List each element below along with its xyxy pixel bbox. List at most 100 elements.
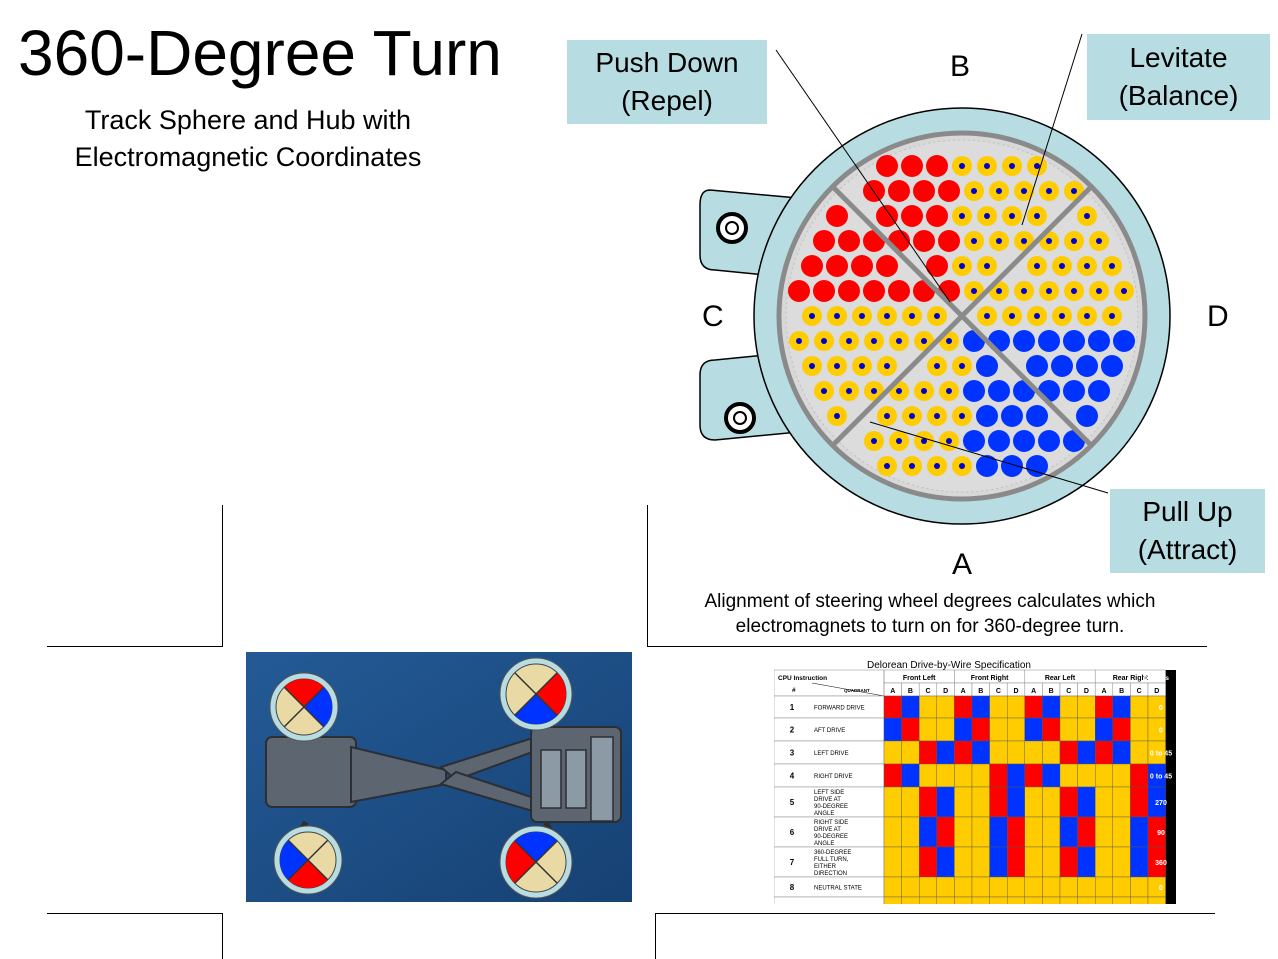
spec-cell bbox=[883, 763, 902, 788]
crop-rule bbox=[47, 646, 223, 647]
spec-cell bbox=[1024, 740, 1043, 765]
repel-magnet bbox=[901, 205, 923, 227]
spec-cell bbox=[1024, 896, 1043, 904]
push-down-line1: Push Down bbox=[595, 47, 739, 78]
spec-cell bbox=[936, 896, 955, 904]
spec-row-degrees: 90 bbox=[1157, 830, 1165, 837]
spec-cell bbox=[971, 717, 990, 742]
spec-cell bbox=[1130, 717, 1149, 742]
group-header-label: Rear Right bbox=[1113, 675, 1149, 682]
attract-magnet bbox=[988, 380, 1010, 402]
spec-cell bbox=[1112, 717, 1131, 742]
spec-cell bbox=[1059, 876, 1078, 898]
spec-row-label: NEUTRAL STATE bbox=[814, 886, 862, 892]
spec-cell bbox=[883, 695, 902, 719]
quadrant-dividers bbox=[832, 186, 1092, 446]
spec-cell bbox=[901, 896, 920, 904]
push-down-callout: Push Down (Repel) bbox=[567, 40, 767, 124]
page-subtitle: Track Sphere and Hub with Electromagneti… bbox=[74, 105, 422, 172]
quadrant-header-label: C bbox=[996, 688, 1001, 695]
repel-magnet bbox=[813, 280, 835, 302]
repel-magnet bbox=[938, 180, 960, 202]
quadrant-header-label: B bbox=[978, 688, 983, 695]
spec-row-degrees: 0 bbox=[1159, 728, 1163, 735]
spec-cell bbox=[1006, 763, 1025, 788]
repel-magnet bbox=[851, 255, 873, 277]
spec-cell bbox=[901, 740, 920, 765]
crop-rule bbox=[655, 913, 656, 959]
caption: Alignment of steering wheel degrees calc… bbox=[704, 591, 1156, 637]
spec-row-num: 8 bbox=[790, 883, 795, 892]
spec-cell bbox=[989, 876, 1008, 898]
quadrant-header-label: B bbox=[1049, 688, 1054, 695]
repel-magnet bbox=[913, 230, 935, 252]
spec-cell bbox=[936, 695, 955, 719]
attract-magnet bbox=[1026, 355, 1048, 377]
spec-cell bbox=[1059, 816, 1078, 848]
spec-cell bbox=[883, 846, 902, 878]
quadrant-header-label: B bbox=[908, 688, 913, 695]
spec-cell bbox=[936, 846, 955, 878]
spec-cell bbox=[971, 846, 990, 878]
spec-cell bbox=[954, 763, 973, 788]
spec-cell bbox=[1024, 876, 1043, 898]
spec-cell bbox=[1042, 740, 1061, 765]
spec-cell bbox=[1042, 816, 1061, 848]
spec-cell bbox=[1077, 695, 1096, 719]
spec-cell bbox=[1042, 763, 1061, 788]
attract-magnet bbox=[1026, 455, 1048, 477]
group-header-label: Rear Left bbox=[1045, 675, 1076, 682]
levitate-line2: (Balance) bbox=[1118, 80, 1239, 111]
group-header-label: Front Left bbox=[903, 675, 936, 682]
quadrant-header-label: C bbox=[1137, 688, 1142, 695]
spec-cell bbox=[1042, 786, 1061, 818]
crop-rule bbox=[222, 505, 223, 647]
spec-cell bbox=[1147, 876, 1166, 898]
spec-cell bbox=[1112, 816, 1131, 848]
spec-cell bbox=[1042, 896, 1061, 904]
spec-cell bbox=[1077, 816, 1096, 848]
pull-up-line2: (Attract) bbox=[1137, 534, 1238, 565]
spec-cell bbox=[971, 896, 990, 904]
spec-row-label: DIRECTION bbox=[814, 871, 847, 877]
spec-cell bbox=[989, 816, 1008, 848]
spec-cell bbox=[1059, 717, 1078, 742]
repel-magnet bbox=[876, 155, 898, 177]
attract-magnet bbox=[1113, 330, 1135, 352]
spec-cell bbox=[1095, 816, 1114, 848]
attract-magnet bbox=[1013, 430, 1035, 452]
spec-cell bbox=[918, 896, 937, 904]
spec-cell bbox=[1095, 896, 1114, 904]
spec-row-label: EITHER bbox=[814, 864, 837, 870]
spec-row-label: 360-DEGREE bbox=[814, 850, 851, 856]
spec-cell bbox=[883, 717, 902, 742]
quadrant-header-label: A bbox=[890, 688, 895, 695]
repel-magnet bbox=[888, 180, 910, 202]
quadrant-header-label: A bbox=[1101, 688, 1106, 695]
spec-cell bbox=[1095, 763, 1114, 788]
attract-magnet bbox=[1038, 330, 1060, 352]
spec-cell bbox=[883, 786, 902, 818]
spec-cell bbox=[1130, 896, 1149, 904]
spec-cell bbox=[1059, 786, 1078, 818]
spec-cell bbox=[971, 786, 990, 818]
spec-table-title: Delorean Drive-by-Wire Specification bbox=[867, 660, 1031, 671]
spec-cell bbox=[901, 816, 920, 848]
spec-row-label: DRIVE AT bbox=[814, 827, 841, 833]
quadrant-header-label: C bbox=[925, 688, 930, 695]
spec-cell bbox=[954, 740, 973, 765]
spec-row-num: 4 bbox=[790, 772, 795, 781]
spec-cell bbox=[971, 740, 990, 765]
attract-magnet bbox=[1076, 355, 1098, 377]
callout-leader-lines bbox=[775, 33, 1109, 494]
spec-cell bbox=[1077, 763, 1096, 788]
spec-cell bbox=[883, 740, 902, 765]
quadrant-label-b: B bbox=[950, 50, 971, 83]
repel-magnet bbox=[838, 280, 860, 302]
spec-cell bbox=[1077, 717, 1096, 742]
quadrant-slash bbox=[811, 682, 885, 697]
attract-magnet bbox=[976, 455, 998, 477]
spec-cell bbox=[918, 786, 937, 818]
spec-cell bbox=[936, 717, 955, 742]
